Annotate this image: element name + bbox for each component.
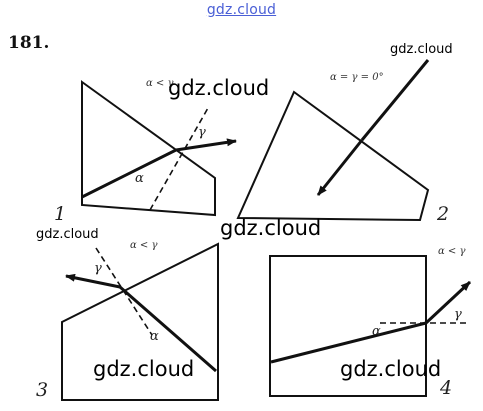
figure-2-prism (236, 90, 430, 222)
problem-number: 181. (8, 33, 50, 53)
figure-3-number: 3 (36, 379, 48, 401)
figure-3: α < γ α γ 3 (36, 240, 219, 401)
figure-2-incident-ray (360, 59, 430, 141)
figure-1-refracted-ray (175, 138, 237, 152)
figure-4-angle-gamma: γ (454, 307, 462, 322)
figure-1-prism (81, 80, 216, 217)
figure-1-angle-alpha: α (135, 171, 144, 186)
watermark-5: gdz.cloud (93, 357, 194, 381)
figure-3-angle-alpha: α (150, 329, 159, 344)
watermark-1: gdz.cloud (168, 76, 269, 100)
figure-3-prism (61, 242, 219, 401)
figure-2-transmitted-ray (316, 139, 364, 196)
figure-1-condition: α < γ (146, 78, 173, 89)
figure-4: α < γ α γ 4 (269, 246, 472, 399)
figure-3-incident-ray (119, 285, 217, 373)
figure-4-number: 4 (439, 377, 452, 399)
site-header-link[interactable]: gdz.cloud (206, 2, 277, 18)
figure-3-angle-gamma: γ (94, 261, 102, 276)
figure-3-condition: α < γ (130, 240, 157, 251)
figure-1-number: 1 (54, 203, 66, 225)
figure-1: α < γ α γ 1 (54, 78, 237, 225)
figure-4-refracted-ray (424, 280, 472, 325)
watermark-6: gdz.cloud (340, 357, 441, 381)
figure-4-angle-alpha: α (372, 324, 381, 339)
watermark-4: gdz.cloud (36, 227, 99, 242)
figure-4-condition: α < γ (438, 246, 465, 257)
figure-2-number: 2 (436, 203, 449, 225)
figure-2: α = γ = 0° 2 (236, 59, 449, 225)
figure-4-incident-ray (270, 321, 427, 364)
watermark-3: gdz.cloud (220, 216, 321, 240)
figure-1-incident-ray (81, 148, 177, 199)
figure-4-prism (269, 255, 427, 397)
watermark-2: gdz.cloud (390, 42, 453, 57)
figure-1-angle-gamma: γ (198, 125, 206, 140)
figure-3-refracted-ray (65, 273, 121, 289)
figure-2-condition: α = γ = 0° (330, 72, 384, 83)
